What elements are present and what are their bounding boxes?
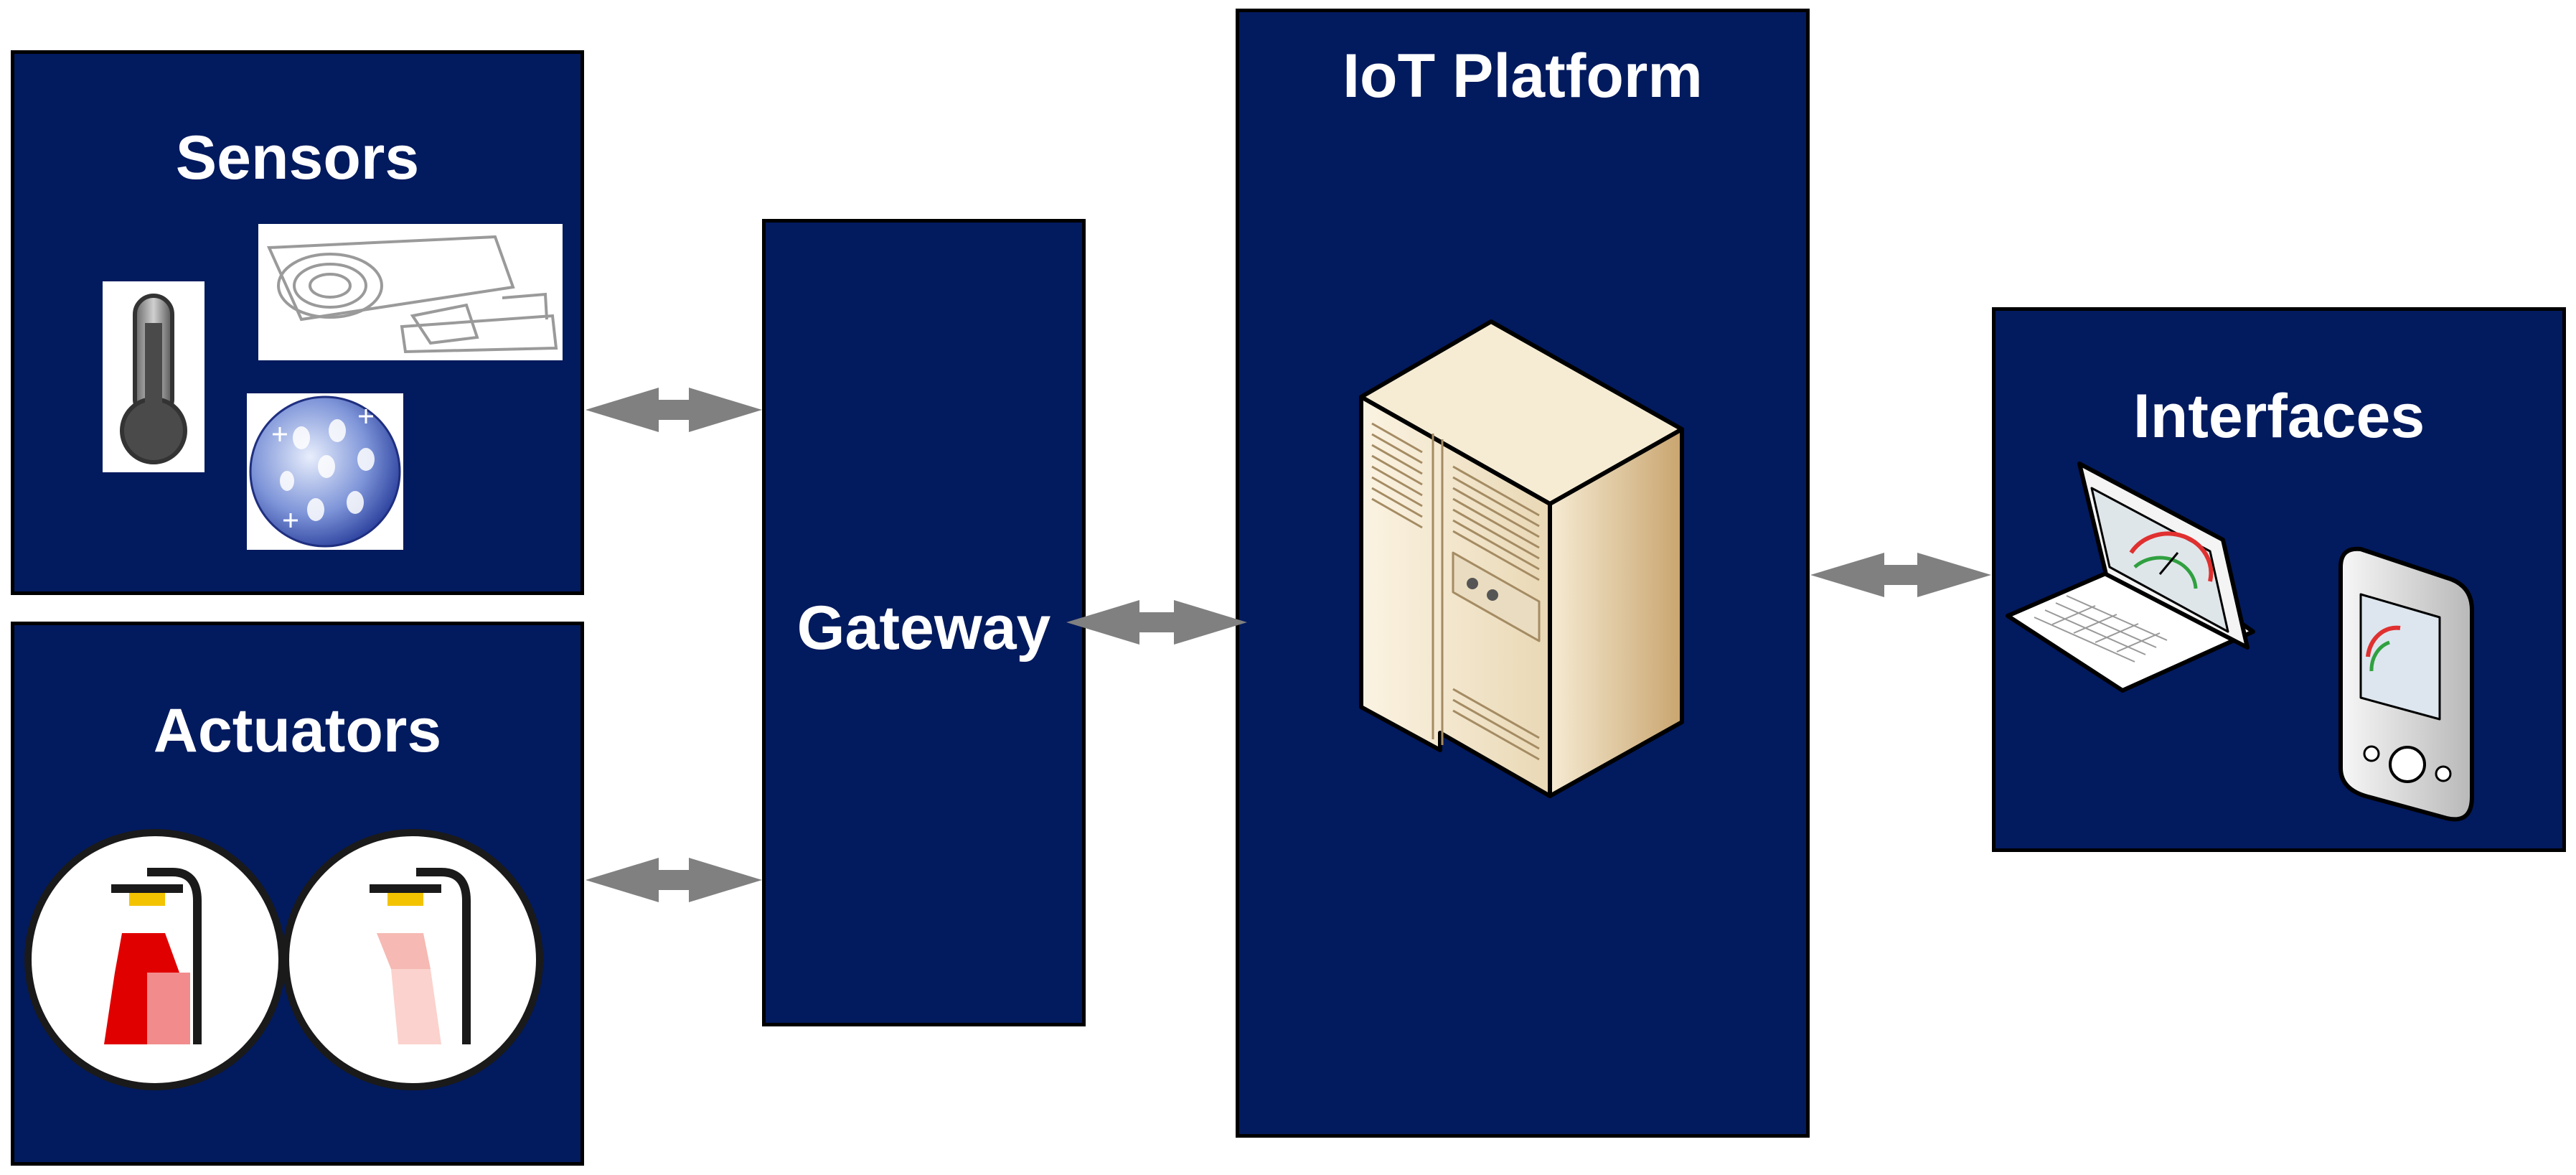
laptop-icon (2006, 462, 2255, 693)
iot-platform-label: IoT Platform (1343, 42, 1703, 111)
gateway-box: Gateway (762, 219, 1086, 1026)
street-lamp-dim-icon (282, 829, 543, 1090)
street-lamp-on-icon (24, 829, 286, 1090)
security-camera-icon (258, 224, 563, 360)
weather-globe-icon (247, 393, 403, 550)
arrow-sensors-gateway (586, 388, 762, 432)
arrow-platform-interfaces (1810, 553, 1991, 597)
actuators-label: Actuators (153, 696, 442, 765)
server-icon (1359, 319, 1684, 798)
handheld-device-icon (2338, 546, 2474, 822)
gateway-label: Gateway (796, 594, 1051, 663)
arrow-actuators-gateway (586, 858, 762, 902)
sensors-label: Sensors (175, 123, 420, 192)
arrow-gateway-platform (1066, 600, 1247, 645)
interfaces-label: Interfaces (2133, 382, 2425, 451)
thermometer-icon (103, 281, 205, 472)
